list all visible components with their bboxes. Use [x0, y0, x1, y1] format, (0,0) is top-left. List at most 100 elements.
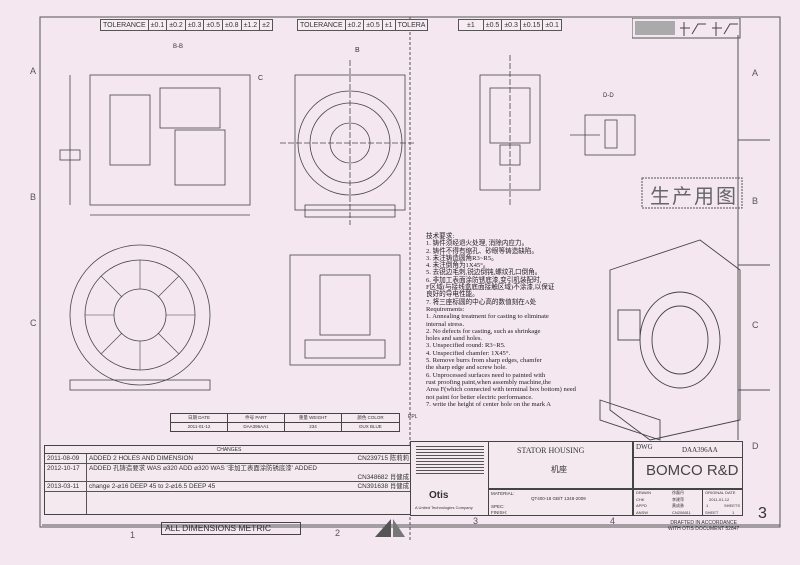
tolerance-value: ±0.1 — [545, 22, 559, 29]
zone-label: D — [752, 441, 759, 451]
front-view — [280, 60, 415, 225]
note-en: 6. Unprocessed surfaces need to painted … — [426, 371, 546, 379]
dwg-label: DWG — [636, 443, 653, 451]
stamp-frame — [641, 177, 743, 209]
tolerance-bar-1: TOLERANCE ±0.1 ±0.2 ±0.3 ±0.5 ±0.8 ±1.2 … — [100, 19, 273, 31]
tolerance-label: TOLERANCE — [298, 20, 346, 30]
drafted-line-1: DRAFTED IN ACCORDANCE — [670, 520, 737, 526]
otis-block: Otis A United Technologies Company — [410, 441, 490, 516]
table-row: 2012-10-17 ADDED 孔铸造要求 WAS ⌀320 ADD ⌀320… — [45, 464, 413, 482]
view-label-bb: B-B — [173, 44, 184, 50]
view-label-dd: D-D — [603, 93, 614, 99]
change-date: 2012-10-17 — [45, 464, 87, 481]
note-en: the sharp edge and screw hole. — [426, 364, 507, 372]
sign-role: CHK — [636, 496, 645, 502]
note-cn: 2. 铸件不得有缩孔、砂眼等铸造缺陷。 — [426, 247, 539, 255]
drawing-title-cn: 机座 — [551, 465, 567, 474]
zone-label: 4 — [610, 516, 616, 526]
zone-label: B — [30, 192, 37, 202]
sign-role: DRAWN — [636, 490, 651, 495]
note-en: Area F(which connected with terminal box… — [426, 386, 576, 394]
tolerance-label: TOLERA — [397, 22, 426, 29]
section-mark-b: B — [355, 47, 360, 54]
tolerance-value: ±1 — [383, 20, 396, 30]
changes-title: CHANGES — [45, 446, 413, 454]
handwritten-sheet-number: 3 — [758, 505, 767, 522]
zone-label: 1 — [130, 530, 136, 540]
zone-label: A — [752, 68, 759, 78]
tolerance-value: ±0.15 — [521, 20, 544, 30]
note-en: 2. No defects for casting, such as shrin… — [426, 327, 541, 335]
note-cn: 6. 非加工表面涂防锈底漆,变引机装配时, — [426, 276, 542, 284]
drawing-number: DAA396AA — [682, 446, 718, 454]
tolerance-value: ±0.5 — [204, 20, 223, 30]
note-cn: F区域(与接线盒底面接触区域)不涂漆,以保证 — [426, 284, 555, 292]
zone-label: B — [752, 196, 759, 206]
zone-label: C — [752, 320, 759, 330]
material-label: MATERIAL: — [491, 491, 515, 496]
tolerance-value: ±0.2 — [167, 20, 186, 30]
tolerance-bar-3: ±1 ±0.5 ±0.3 ±0.15 ±0.1 — [458, 19, 562, 31]
otis-subtitle: A United Technologies Company — [415, 505, 473, 510]
change-date: 2013-03-11 — [45, 482, 87, 491]
material-cell: MATERIAL: QT400-18 GB/T 1348-2009 SPEC: … — [488, 489, 633, 516]
sign-role: APPD — [636, 503, 647, 508]
sign-name: 徐磊丹 — [672, 490, 684, 495]
notes-title-en: Requirements: — [426, 305, 465, 313]
tolerance-value: ±0.5 — [364, 20, 383, 30]
change-text: ADDED 2 HOLES AND DIMENSION — [89, 455, 194, 462]
note-cn: 5. 去锐边毛刺,锐边倒钝,螺纹孔口倒角。 — [426, 269, 542, 277]
note-en: rust proofing paint,when assembly machin… — [426, 378, 551, 386]
table-cell: DAA396AA1 — [228, 423, 285, 431]
section-view-bb — [59, 74, 251, 216]
ppl-label: PPL — [408, 414, 418, 420]
section-mark-c: C — [258, 75, 264, 82]
note-en: 3. Unspecified round: R3~R5. — [426, 342, 506, 350]
note-en: 5. Remove burrs from sharp edges, chamfe… — [426, 357, 542, 365]
original-date: 2011-01-12 — [709, 496, 730, 502]
sheet-count: 1 — [706, 503, 709, 508]
note-en: holes and sand holes. — [426, 335, 483, 343]
change-number: CN348682 肖健成 — [357, 474, 409, 481]
sign-role: ANSW — [636, 509, 648, 515]
all-dimensions-metric-label: ALL DIMENSIONS METRIC — [161, 522, 301, 535]
company-name: BOMCO R&D — [646, 462, 739, 479]
sheet-number: 1 — [732, 509, 735, 515]
note-cn: 良好的导电性能。 — [426, 291, 479, 299]
note-cn: 3. 未注铸造圆角R3~R5。 — [426, 254, 498, 262]
sign-name: 黄成勇 — [672, 503, 684, 508]
drafted-line-2: WITH OTIS DOCUMENT 52847 — [668, 526, 740, 532]
table-header: 日期 DATE — [171, 414, 228, 423]
dwg-cell: DWG DAA396AA BOMCO R&D — [633, 441, 743, 489]
table-cell: 234 — [285, 423, 342, 431]
tolerance-value: ±0.8 — [223, 20, 242, 30]
tolerance-value: ±1 — [459, 20, 484, 30]
change-number: CN239715 陈莉莉 — [357, 455, 409, 462]
change-date: 2011-08-09 — [45, 454, 87, 463]
rear-view — [69, 244, 211, 391]
table-row: 2013-03-11 change 2-⌀16 DEEP 45 to 2-⌀16… — [45, 482, 413, 492]
table-header: 颜色 COLOR — [342, 414, 399, 423]
surface-finish-symbols — [632, 18, 741, 39]
tolerance-value: ±0.2 — [346, 20, 365, 30]
note-en: not paint for better electric performanc… — [426, 393, 533, 401]
production-stamp: 生产用图 — [650, 184, 738, 208]
tolerance-value: ±1.2 — [242, 20, 261, 30]
sign-name: CN206811 — [672, 509, 691, 515]
otis-logo-text: Otis — [429, 490, 449, 501]
change-number: CN391638 肖健成 — [357, 483, 409, 490]
drawing-title-en: STATOR HOUSING — [517, 446, 585, 455]
section-view-dd — [570, 114, 636, 156]
title-name-cell: STATOR HOUSING 机座 — [488, 441, 633, 489]
notes-title-cn: 技术要求: — [426, 233, 455, 240]
table-row — [45, 492, 413, 514]
material-value: QT400-18 GB/T 1348-2009 — [531, 496, 586, 501]
sheet-label: SHEET — [705, 509, 719, 515]
tolerance-value: ±0.3 — [502, 20, 521, 30]
note-en: 4. Unspecified chamfer: 1X45°. — [426, 349, 511, 357]
note-en: internal stress. — [426, 320, 465, 328]
tolerance-value: ±2 — [262, 22, 270, 29]
tolerance-bar-2: TOLERANCE ±0.2 ±0.5 ±1 TOLERA — [297, 19, 429, 31]
table-header: 件号 PART — [228, 414, 285, 423]
